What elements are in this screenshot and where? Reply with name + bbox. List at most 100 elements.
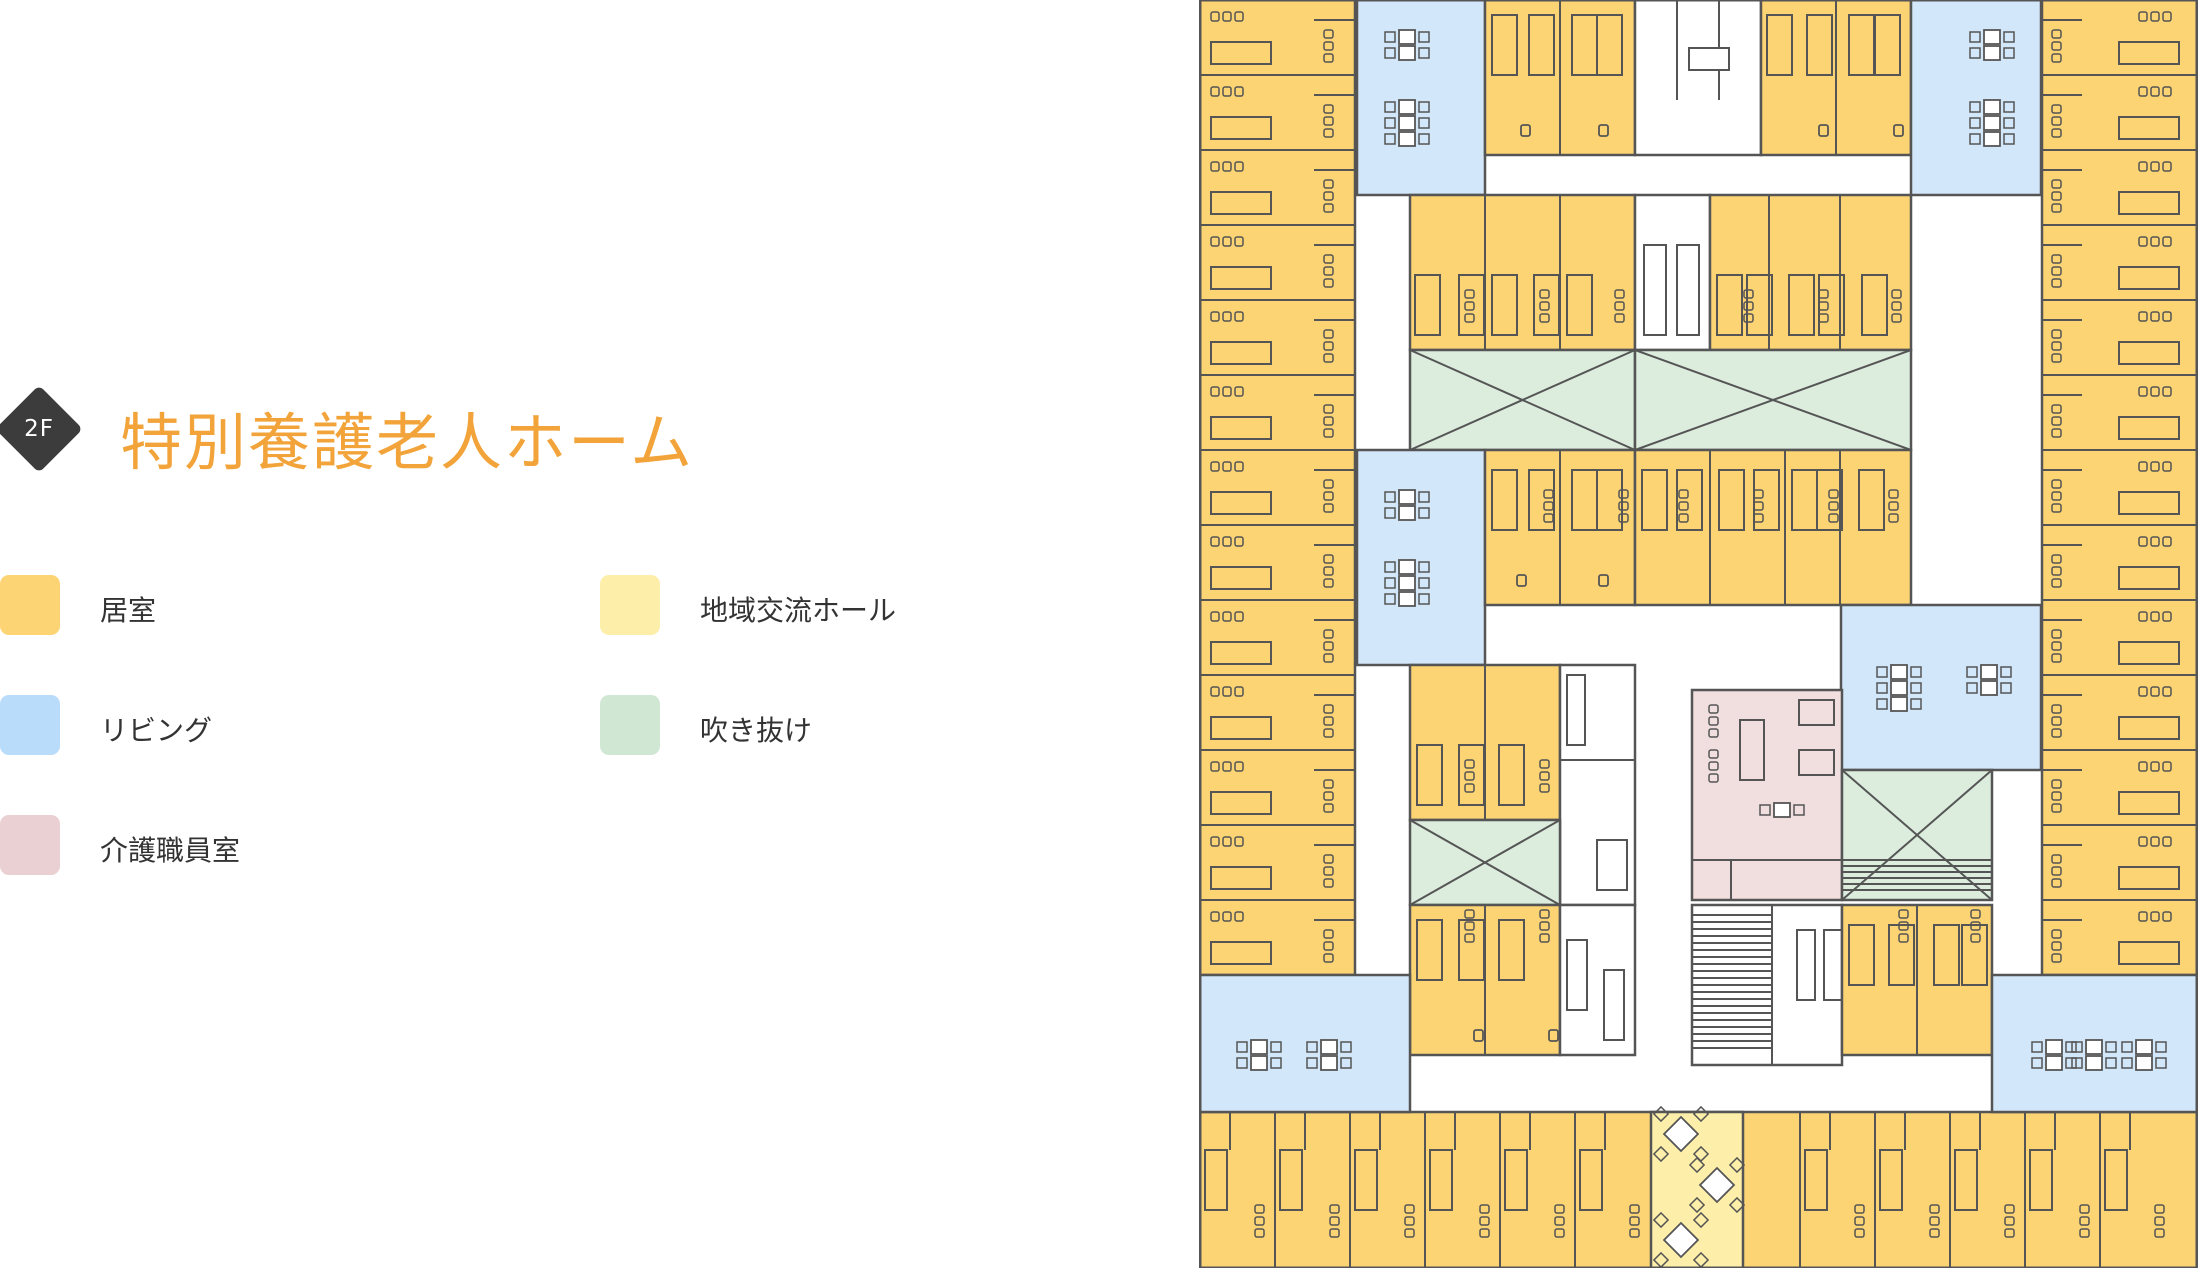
bed bbox=[1823, 929, 1843, 1001]
bed bbox=[1874, 14, 1901, 76]
chair bbox=[1876, 682, 1888, 694]
fixture bbox=[2138, 236, 2148, 247]
fixture bbox=[2051, 41, 2062, 51]
fixture bbox=[1629, 1228, 1640, 1238]
fixture bbox=[1210, 86, 1220, 97]
chair bbox=[1384, 101, 1396, 113]
fixture bbox=[2138, 386, 2148, 397]
bed bbox=[2118, 791, 2180, 815]
fixture bbox=[2162, 911, 2172, 922]
fixture bbox=[1222, 536, 1232, 547]
fixture-box bbox=[1596, 839, 1628, 891]
fixture bbox=[2150, 86, 2160, 97]
fixture bbox=[1210, 761, 1220, 772]
fixture bbox=[2150, 236, 2160, 247]
hall-chair bbox=[1692, 1105, 1710, 1123]
fixture bbox=[1234, 86, 1244, 97]
legend-label-room: 居室 bbox=[100, 594, 157, 627]
hall-table bbox=[1662, 1221, 1700, 1259]
fixture bbox=[2051, 128, 2062, 138]
fixture bbox=[1323, 554, 1334, 564]
dining-table bbox=[1320, 1039, 1338, 1055]
fixture bbox=[2051, 428, 2062, 438]
fixture bbox=[1210, 686, 1220, 697]
hall-chair bbox=[1688, 1196, 1706, 1214]
fixture bbox=[2138, 461, 2148, 472]
fixture bbox=[2051, 929, 2062, 939]
chair bbox=[2071, 1057, 2083, 1069]
fixture bbox=[2004, 1204, 2015, 1214]
fixture bbox=[2051, 341, 2062, 351]
fixture bbox=[1554, 1216, 1565, 1226]
fixture bbox=[1323, 353, 1334, 363]
chair bbox=[2065, 1057, 2077, 1069]
fixture bbox=[1323, 491, 1334, 501]
shaft-upper bbox=[1633, 193, 1712, 352]
fixture bbox=[1743, 301, 1754, 311]
dining-table bbox=[1983, 45, 2001, 61]
fixture bbox=[2162, 386, 2172, 397]
dining-table bbox=[1773, 802, 1791, 818]
fixture bbox=[1539, 909, 1550, 919]
hall-chair bbox=[1728, 1196, 1746, 1214]
bed bbox=[1414, 274, 1441, 336]
legend-swatch-staff bbox=[0, 815, 60, 875]
fixture bbox=[2004, 1228, 2015, 1238]
dining-table bbox=[1398, 559, 1416, 575]
fixture bbox=[1629, 1204, 1640, 1214]
fixture bbox=[1854, 1216, 1865, 1226]
bed bbox=[1491, 14, 1518, 76]
fixture bbox=[2051, 53, 2062, 63]
bed bbox=[2118, 941, 2180, 965]
fixture bbox=[1210, 536, 1220, 547]
fixture bbox=[1753, 501, 1764, 511]
dining-table bbox=[1890, 664, 1908, 680]
fixture bbox=[2051, 353, 2062, 363]
fixture bbox=[1323, 266, 1334, 276]
bed bbox=[2118, 341, 2180, 365]
fixture bbox=[2051, 704, 2062, 714]
fixture bbox=[2162, 536, 2172, 547]
fixture bbox=[2150, 611, 2160, 622]
chair bbox=[2003, 117, 2015, 129]
bed bbox=[1806, 14, 1833, 76]
bed bbox=[1676, 469, 1703, 531]
bed bbox=[1879, 1149, 1903, 1211]
chair bbox=[1418, 561, 1430, 573]
rooms-mid-right bbox=[1633, 448, 1913, 607]
fixture bbox=[2150, 11, 2160, 22]
fixture bbox=[1678, 489, 1689, 499]
bed bbox=[1210, 641, 1272, 665]
living-mid-left bbox=[1355, 448, 1487, 667]
dining-table bbox=[1398, 115, 1416, 131]
fixture bbox=[1854, 1228, 1865, 1238]
bed bbox=[1210, 716, 1272, 740]
bed bbox=[1279, 1149, 1303, 1211]
fixture bbox=[1210, 911, 1220, 922]
fixture bbox=[1743, 313, 1754, 323]
bed bbox=[1861, 274, 1888, 336]
fixture bbox=[1323, 428, 1334, 438]
chair bbox=[1910, 666, 1922, 678]
fixture bbox=[1929, 1216, 1940, 1226]
fixture bbox=[1222, 686, 1232, 697]
hall-table bbox=[1662, 1115, 1700, 1153]
bed bbox=[2118, 491, 2180, 515]
fixture bbox=[1323, 416, 1334, 426]
fixture bbox=[1888, 513, 1899, 523]
fixture bbox=[1323, 53, 1334, 63]
fixture bbox=[1234, 236, 1244, 247]
fixture bbox=[2051, 578, 2062, 588]
fixture bbox=[2051, 29, 2062, 39]
fixture bbox=[1898, 933, 1909, 943]
dining-table bbox=[2135, 1039, 2153, 1055]
bed bbox=[2118, 266, 2180, 290]
fixture bbox=[1543, 501, 1554, 511]
bed bbox=[2118, 566, 2180, 590]
bed bbox=[1528, 14, 1555, 76]
chair bbox=[1384, 561, 1396, 573]
hall-chair bbox=[1652, 1251, 1670, 1268]
hall-chair bbox=[1692, 1251, 1710, 1268]
fixture bbox=[1323, 404, 1334, 414]
fixture bbox=[1234, 836, 1244, 847]
